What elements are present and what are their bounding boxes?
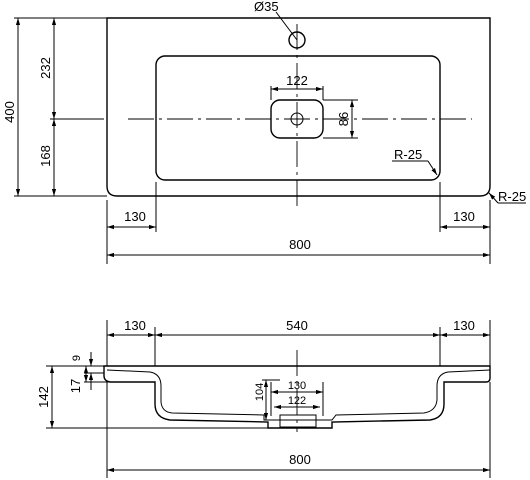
- basin-outline-top: [106, 17, 491, 197]
- dim-168-label: 168: [38, 145, 53, 167]
- outer-radius-label: R-25: [498, 189, 526, 204]
- lip-height-label: 17: [68, 379, 83, 393]
- side-view: 130 540 130 142 9 17 104 130 122: [36, 318, 491, 478]
- side-left-rim-label: 130: [124, 318, 146, 333]
- drain-inner-label: 122: [288, 395, 306, 407]
- bowl-depth-label: 104: [254, 383, 266, 401]
- rim-thickness-label: 9: [71, 355, 83, 361]
- side-right-rim-label: 130: [453, 318, 475, 333]
- dim-232-label: 232: [38, 57, 53, 79]
- top-view: Ø35 400 232 168 122 86 R-25 R-25: [2, 0, 526, 264]
- inner-radius-label: R-25: [394, 147, 422, 162]
- total-width-label-top: 800: [289, 237, 311, 252]
- bowl-outline-top: [155, 55, 441, 181]
- side-bowl-width-label: 540: [286, 318, 308, 333]
- hole-diameter-label: Ø35: [254, 0, 279, 14]
- drain-outer-label: 130: [288, 380, 306, 392]
- total-width-label-side: 800: [289, 452, 311, 467]
- dim-400-label: 400: [2, 101, 17, 123]
- bowl-section-inner: [106, 369, 491, 421]
- total-height-label: 142: [36, 386, 51, 408]
- right-rim-label: 130: [453, 209, 475, 224]
- drain-body-side: [279, 414, 317, 428]
- drain-width-label: 122: [286, 73, 308, 88]
- left-rim-label: 130: [124, 209, 146, 224]
- drain-depth-label: 86: [336, 112, 351, 126]
